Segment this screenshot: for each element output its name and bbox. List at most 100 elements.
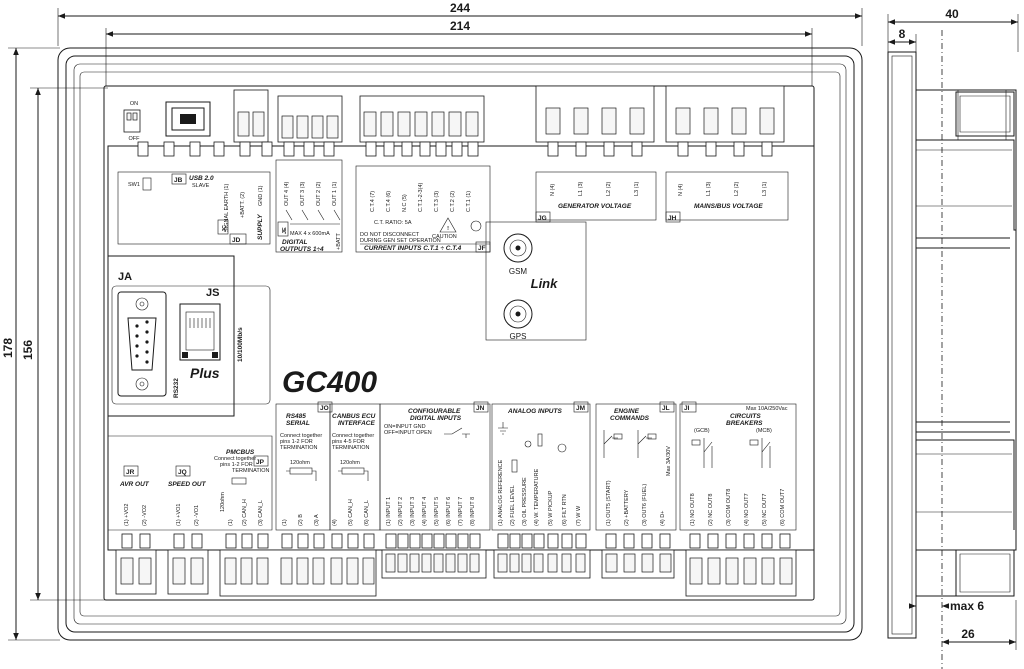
- supply-label: SUPPLY: [257, 214, 264, 240]
- ct-term-7: C.T.4 (7): [370, 191, 376, 212]
- canbus-term-6: (6) CAN_L: [364, 500, 370, 526]
- dim-depth-panel: 26: [961, 627, 975, 641]
- ct-term-1: C.T.1 (1): [466, 191, 472, 212]
- current-inputs-title: CURRENT INPUTS C.T.1 ÷ C.T.4: [364, 245, 462, 252]
- analog-inputs-block: JM ANALOG INPUTS (1) ANALOG REFERENCE (2…: [491, 401, 591, 531]
- mains-term-l3: L3 (1): [762, 181, 768, 196]
- dim-depth-total: 40: [945, 7, 959, 21]
- canbus-note-1: Connect together: [332, 433, 374, 439]
- engine-term-2: (2) +BATTERY: [624, 489, 630, 526]
- dip-on-label: ON: [130, 101, 138, 107]
- analog-7: (7) W W: [576, 505, 582, 526]
- out1-label: OUT 1 (1): [332, 181, 338, 206]
- mains-voltage-block: N (4) L1 (3) L2 (2) L3 (1) MAINS/BUS VOL…: [665, 171, 789, 223]
- avr-title: AVR OUT: [119, 481, 150, 488]
- jl-label: JL: [662, 405, 670, 412]
- digital-outputs-title-1: DIGITAL: [282, 239, 308, 246]
- canbus-ohm-label: 120ohm: [340, 460, 360, 466]
- mains-term-l1: L1 (3): [706, 181, 712, 196]
- input-3: (3) INPUT 3: [410, 497, 416, 526]
- avr-term-2: (2) -VO2: [142, 505, 148, 526]
- relay-start-icon: [603, 430, 618, 458]
- ji-label: JI: [684, 405, 690, 412]
- gnd-label: GND (1): [258, 185, 264, 206]
- input-1: (1) INPUT 1: [386, 497, 392, 526]
- jd-label: JD: [232, 237, 241, 244]
- ports-block: JA JS RS232 10/100Mb/s Plus: [108, 255, 271, 417]
- jr-label: JR: [126, 469, 135, 476]
- engine-max-label: Max 3A/30V: [666, 446, 672, 476]
- out2-label: OUT 2 (2): [316, 181, 322, 206]
- ethernet-speed-label: 10/100Mb/s: [237, 327, 244, 362]
- rs232-connector-icon: [127, 317, 157, 371]
- engine-title-2: COMMANDS: [610, 415, 650, 422]
- out4-label: OUT 4 (4): [284, 181, 290, 206]
- canbus-note-3: TERMINATION: [332, 445, 370, 451]
- digital-outputs-block: OUT 4 (4) OUT 3 (3) OUT 2 (2) OUT 1 (1) …: [275, 159, 343, 253]
- jn-label: JN: [476, 405, 485, 412]
- speed-title: SPEED OUT: [168, 481, 207, 488]
- rs485-note-1: Connect together: [280, 433, 322, 439]
- jf-label: JF: [478, 245, 486, 252]
- digital-inputs-title-1: CONFIGURABLE: [408, 408, 461, 415]
- side-view: 40 8 max 6 26: [887, 7, 1019, 669]
- dim-max-panel: max 6: [950, 599, 984, 613]
- pressure-sensor-icon: [524, 440, 532, 448]
- analog-1: (1) ANALOG REFERENCE: [498, 459, 504, 526]
- dim-width-inner: 214: [450, 19, 470, 33]
- canbus-block: CANBUS ECU INTERFACE Connect together pi…: [329, 403, 381, 531]
- ct-term-5: N.C (5): [402, 194, 408, 212]
- je-label: JE: [282, 227, 288, 234]
- gps-label: GPS: [510, 332, 527, 341]
- input-2: (2) INPUT 2: [398, 497, 404, 526]
- gen-term-l3: L3 (1): [634, 181, 640, 196]
- gsm-label: GSM: [509, 267, 528, 276]
- jq-label: JQ: [178, 469, 187, 476]
- engine-commands-block: JL ENGINE COMMANDS Max 3A/30V (1) OUT5 (…: [595, 401, 677, 531]
- input-7: (7) INPUT 7: [458, 497, 464, 526]
- dimension-lines: 244 214 178 156: [1, 1, 863, 641]
- generator-voltage-title: GENERATOR VOLTAGE: [558, 203, 632, 210]
- pmcbus-term-2: (2) CAN_H: [242, 499, 248, 526]
- breakers-title-2: BREAKERS: [726, 420, 763, 427]
- mains-term-l2: L2 (2): [734, 181, 740, 196]
- digital-inputs-note-2: OFF=INPUT OPEN: [384, 430, 432, 436]
- breaker-term-2: (2) NC OUT8: [708, 494, 714, 526]
- pmcbus-note-2: pins 1-2 FOR: [220, 462, 253, 468]
- speed-term-2: (2) -VO1: [194, 505, 200, 526]
- speed-term-1: (1) +VO1: [176, 504, 182, 526]
- link-label: Link: [531, 276, 558, 291]
- jb-label: JB: [174, 177, 183, 184]
- relay-fuel-icon: [637, 430, 652, 458]
- avr-term-1: (1) +VO2: [124, 504, 130, 526]
- breaker-term-1: (1) NO OUT8: [690, 493, 696, 526]
- jg-label: JG: [538, 215, 547, 222]
- jc-label: JC: [222, 225, 228, 232]
- rs232-label: RS232: [173, 378, 180, 398]
- avr-speed-pmcbus-block: PMCBUS Connect together pins 1-2 FOR TER…: [108, 435, 273, 531]
- canbus-title-1: CANBUS ECU: [332, 413, 376, 420]
- ct-term-4: C.T.1-2-3(4): [418, 182, 424, 212]
- ct-warning-line-2: DURING GEN SET OPERATION: [360, 238, 441, 244]
- model-title: GC400: [282, 366, 377, 399]
- gen-term-l2: L2 (2): [606, 181, 612, 196]
- out-batt-label: +BATT: [336, 232, 342, 250]
- dip-off-label: OFF: [129, 136, 141, 142]
- jp-label: JP: [256, 459, 265, 466]
- dim-depth-front: 8: [899, 27, 906, 41]
- generator-voltage-block: N (4) L1 (3) L2 (2) L3 (1) GENERATOR VOL…: [535, 171, 657, 223]
- breakers-max-label: Max 10A/250Vac: [746, 406, 788, 412]
- pickup-sensor-icon: [557, 443, 567, 453]
- top-pin-row: [137, 141, 773, 157]
- gsm-antenna-icon: [503, 233, 533, 263]
- batt-plus-label: +BATT. (2): [240, 192, 246, 218]
- ct-warning-line-1: DO NOT DISCONNECT: [360, 232, 420, 238]
- ja-label: JA: [118, 271, 132, 283]
- input-5: (5) INPUT 5: [434, 497, 440, 526]
- link-block: GSM Link GPS: [485, 221, 587, 341]
- circuit-breakers-block: JI Max 10A/250Vac CIRCUITS BREAKERS (GCB…: [679, 401, 797, 531]
- breaker-term-3: (3) COM OUT8: [726, 489, 732, 526]
- engine-title-1: ENGINE: [614, 408, 640, 415]
- canbus-term-5: (5) CAN_H: [348, 499, 354, 526]
